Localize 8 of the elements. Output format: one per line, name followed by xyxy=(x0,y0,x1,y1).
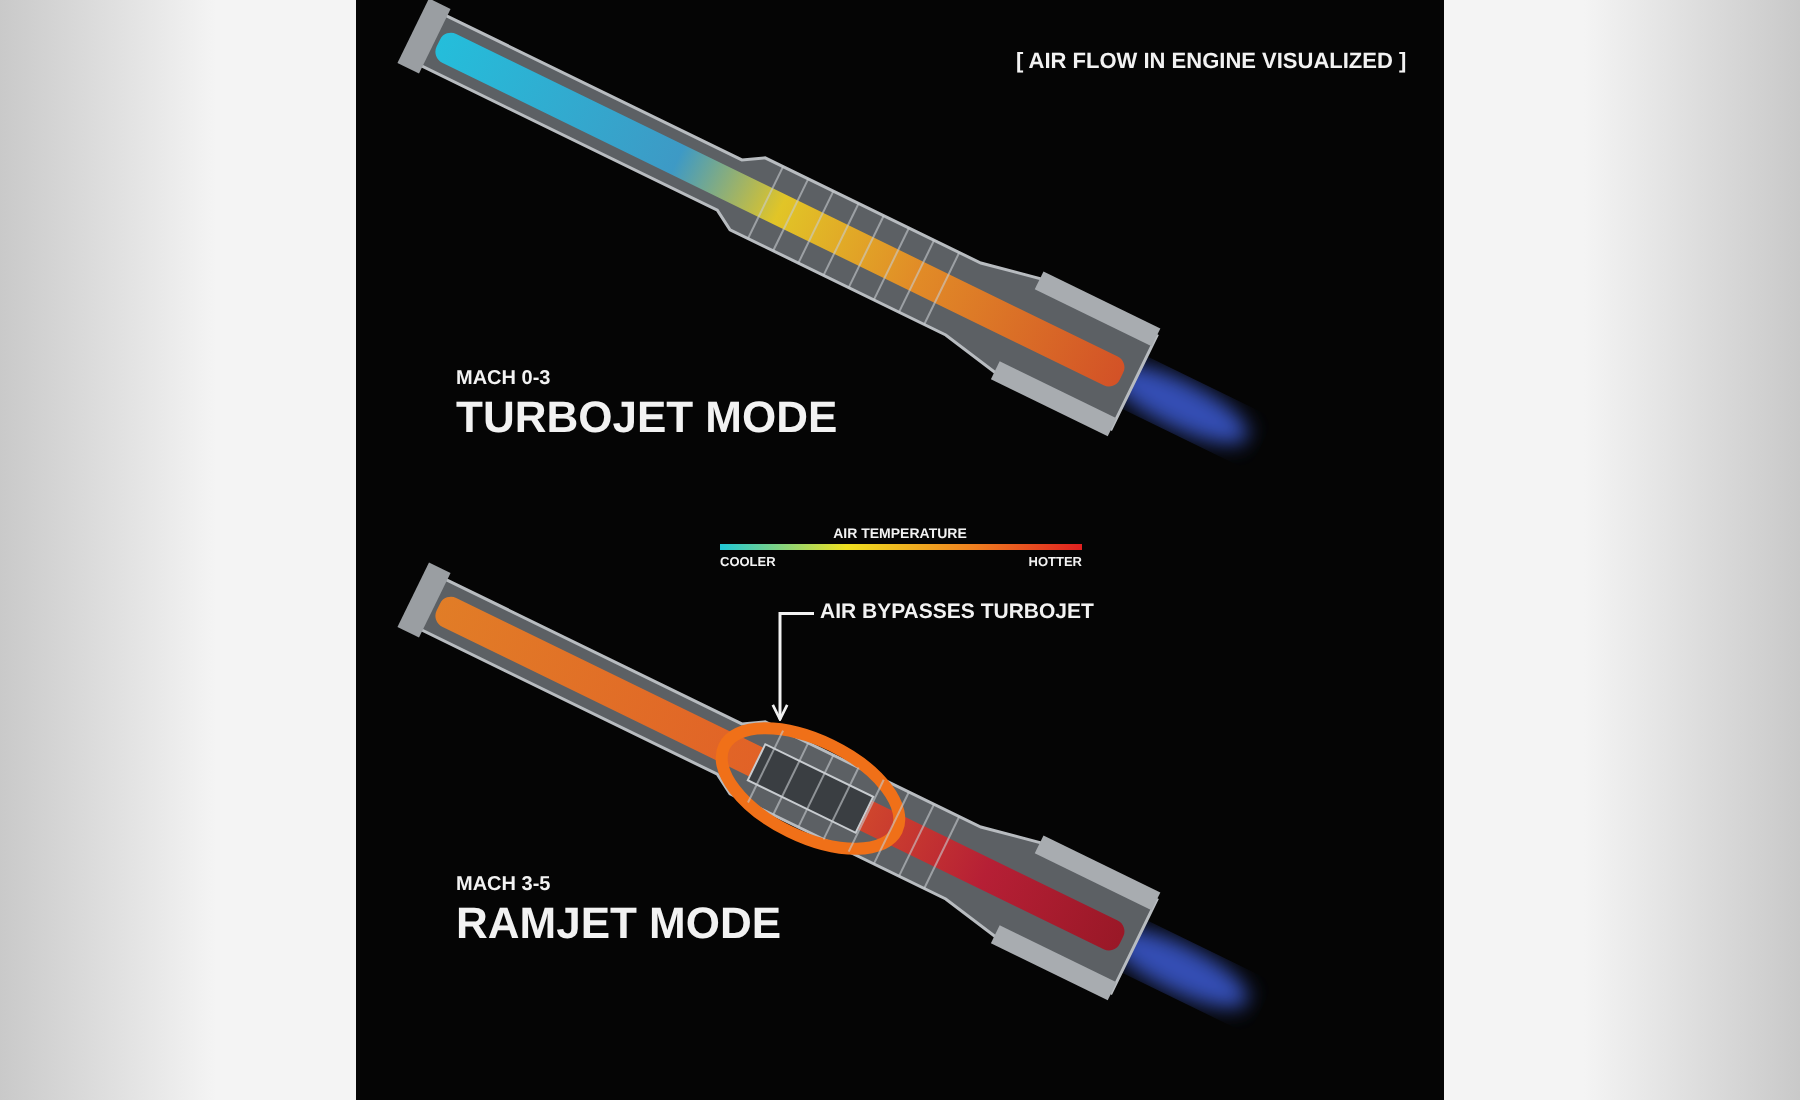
mode-heading: RAMJET MODE xyxy=(456,900,782,949)
title: [ AIR FLOW IN ENGINE VISUALIZED ] xyxy=(1016,50,1407,75)
leader-line xyxy=(771,612,814,721)
speed-range-label: MACH 0-3 xyxy=(456,368,551,390)
speed-range-label: MACH 3-5 xyxy=(456,874,551,896)
mode-heading: TURBOJET MODE xyxy=(456,394,838,443)
bypass-airflow xyxy=(715,722,906,855)
callout-text: AIR BYPASSES TURBOJET xyxy=(820,602,1094,626)
